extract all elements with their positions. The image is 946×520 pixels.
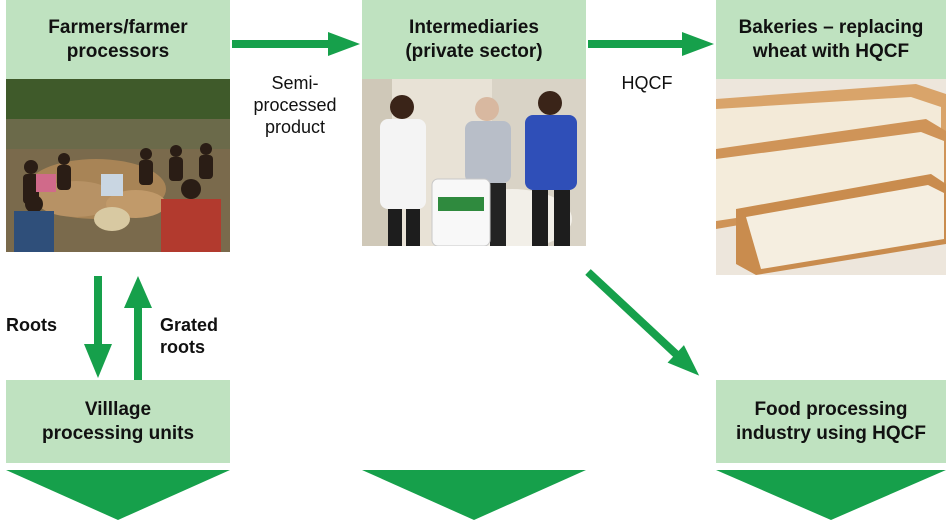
node-farmers: Farmers/farmer processors bbox=[6, 0, 230, 79]
arrow-farmers-to-intermediaries bbox=[232, 32, 360, 56]
node-food-industry: Food processing industry using HQCF bbox=[716, 380, 946, 463]
arrow-intermediaries-to-bakeries bbox=[588, 32, 714, 56]
node-village: Villlage processing units bbox=[6, 380, 230, 463]
intermediaries-photo bbox=[362, 79, 586, 246]
label-grated-roots: Grated roots bbox=[160, 315, 219, 357]
bakeries-photo bbox=[716, 79, 946, 275]
arrow-roots-down bbox=[84, 276, 112, 378]
label-semi-processed-product: Semi- processed product bbox=[253, 73, 337, 137]
output-chevron-right bbox=[716, 470, 946, 520]
label-hqcf: HQCF bbox=[621, 73, 673, 93]
arrows bbox=[6, 32, 946, 520]
arrow-intermediaries-to-food-industry bbox=[585, 269, 700, 376]
farmers-photo bbox=[6, 79, 230, 252]
node-bakeries: Bakeries – replacing wheat with HQCF bbox=[716, 0, 946, 79]
output-chevron-middle bbox=[362, 470, 586, 520]
label-roots: Roots bbox=[6, 315, 57, 335]
node-intermediaries: Intermediaries (private sector) bbox=[362, 0, 586, 79]
arrow-grated-roots-up bbox=[124, 276, 152, 380]
output-chevron-left bbox=[6, 470, 230, 520]
